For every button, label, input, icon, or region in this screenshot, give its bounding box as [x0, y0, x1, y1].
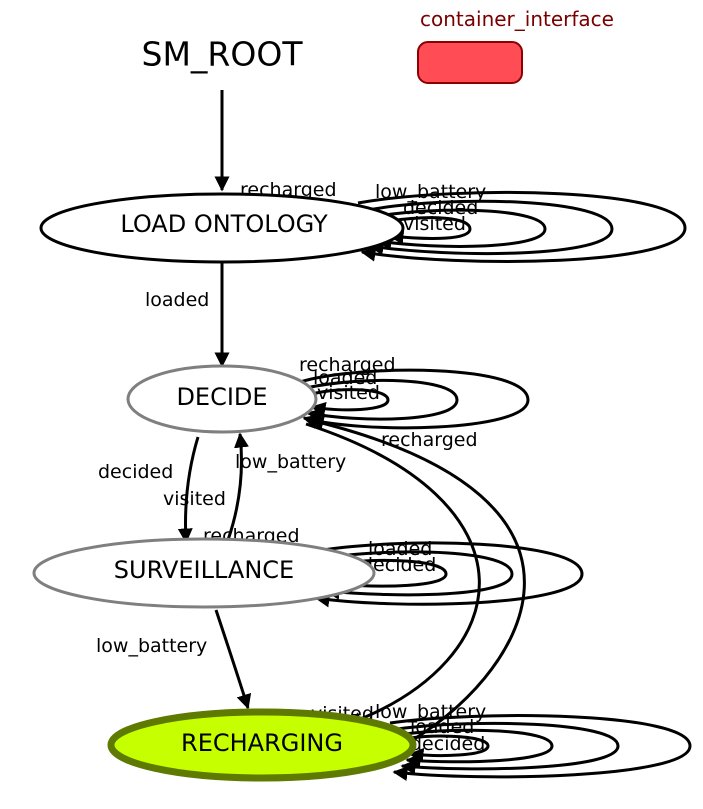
edge-recharging-to-decide — [308, 415, 526, 747]
state-recharging-label: RECHARGING — [181, 729, 343, 757]
edge-label-decide-loop-2: loaded — [313, 367, 377, 389]
root-label: SM_ROOT — [142, 35, 304, 74]
edge-surv-loop-inner — [333, 558, 448, 593]
state-surveillance-shape — [32, 537, 376, 609]
edge-recharging-loop-middle-1 — [397, 721, 620, 775]
edge-load-loop-middle — [367, 199, 614, 256]
legend-swatch — [417, 41, 523, 84]
edge-label-decide-loop-3: visited — [317, 382, 380, 404]
edge-surv-loop-outer — [309, 541, 584, 608]
edge-label-load-loop-1: low_battery — [375, 181, 486, 203]
state-surveillance-label: SURVEILLANCE — [114, 556, 294, 584]
state-decide-label: DECIDE — [176, 383, 267, 411]
edge-decide-loop-outer — [299, 368, 530, 430]
edge-recharging-loop-inner — [408, 734, 490, 763]
edge-recharging-loop-outer — [389, 714, 692, 782]
edge-decide-loop-inner — [310, 388, 390, 417]
edge-load-loop-inner-1 — [376, 208, 547, 251]
edge-decide-to-surveillance — [177, 436, 200, 544]
edge-recharging-loop-middle-2 — [404, 728, 554, 769]
edge-label-recharging-to-decide: recharged — [381, 429, 478, 451]
edge-surv-loop-middle — [321, 550, 514, 600]
state-recharging-shape — [107, 708, 417, 782]
legend-label: container_interface — [420, 7, 614, 31]
edge-label-surv-loop-2: decided — [361, 554, 436, 576]
edge-load-loop-inner-2 — [388, 216, 472, 245]
state-decide[interactable]: DECIDE — [126, 364, 318, 434]
edge-label-surv-loop-1: loaded — [368, 538, 432, 560]
edge-label-load-loop-2: decided — [403, 197, 478, 219]
edge-label-surv-to-recharging: low_battery — [96, 635, 207, 657]
state-surveillance[interactable]: SURVEILLANCE — [32, 537, 376, 609]
edge-label-decide-to-recharging: low_battery — [235, 451, 346, 473]
state-decide-shape — [126, 364, 318, 434]
edge-label-decide-to-surv-2: visited — [163, 488, 226, 510]
state-load-ontology-label: LOAD ONTOLOGY — [120, 210, 328, 238]
edge-load-loop-outer — [357, 191, 687, 263]
edge-surveillance-to-recharging — [214, 609, 252, 710]
edge-label-recharging-loop-2: loaded — [410, 716, 474, 738]
edge-label-load-loop-3: visited — [403, 213, 466, 235]
edge-decide-to-recharging — [305, 422, 481, 727]
state-load-ontology-shape — [39, 192, 405, 264]
edge-label-recharging-loop-3: decided — [410, 733, 485, 755]
state-load-ontology[interactable]: LOAD ONTOLOGY — [39, 192, 405, 264]
edge-label-recharging-loop-1: low_battery — [375, 701, 486, 723]
edge-label-decide-to-surv-1: decided — [98, 461, 173, 483]
edge-label-load-to-decide: loaded — [145, 289, 209, 311]
edge-decide-loop-middle — [305, 378, 459, 423]
edge-surveillance-to-decide — [226, 432, 249, 541]
state-recharging[interactable]: RECHARGING — [107, 708, 417, 782]
edge-label-decide-loop-1: recharged — [299, 354, 396, 376]
